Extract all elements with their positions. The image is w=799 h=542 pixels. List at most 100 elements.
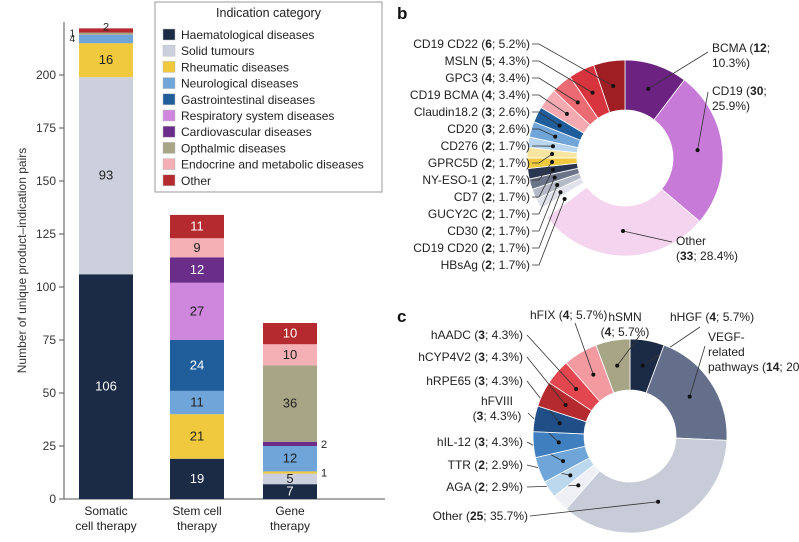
y-tick-label: 50 [43,386,57,400]
slice-value: 3.4 [499,71,516,85]
bar-segment-neurological-diseases [263,446,317,472]
slice-value: 5.7 [723,310,740,324]
label-punctuation: ; [492,71,499,85]
legend-entry-other: Other [181,174,211,188]
slice-label-other: Other (25; 35.7%) [433,509,528,523]
slice-value: 1.7 [499,241,516,255]
slice-count: 2 [485,173,492,187]
label-punctuation: %) [735,56,750,70]
leader-line [532,184,558,232]
label-punctuation: ( [473,409,477,423]
legend-swatch-haematological-diseases [162,28,176,41]
slice-count: 3 [478,374,485,388]
legend-entry-solid-tumours: Solid tumours [181,44,254,58]
bar-data-label: 24 [190,357,204,372]
y-tick-label: 0 [49,492,56,506]
slice-label-claudin18-2: Claudin18.2 (3; 2.6%) [414,105,530,119]
bar-segment-cardiovascular-diseases [263,441,317,446]
x-category-label: Gene [275,504,305,518]
label-punctuation: ( [481,156,485,170]
label-punctuation: %) [508,374,523,388]
slice-value: hFIX [530,308,555,322]
label-punctuation: %) [508,328,523,342]
leader-dot [553,134,558,139]
bar-segment-rheumatic-diseases [263,471,317,474]
y-tick-label: 150 [36,174,56,188]
label-punctuation: ; [492,37,499,51]
slice-value: CD276 [441,139,479,153]
slice-value: BCMA [712,41,747,55]
bar-data-label: 4 [69,34,75,45]
label-punctuation: ( [481,258,485,272]
slice-count: 3 [478,350,485,364]
slice-count: 2 [485,241,492,255]
y-tick-label: 125 [36,227,56,241]
slice-value: GUCY2C [428,207,478,221]
label-punctuation: ( [762,360,766,374]
bar-data-label: 12 [190,262,204,277]
slice-count: 12 [753,41,767,55]
slice-value: NY-ESO-1 [422,173,478,187]
label-punctuation: ; [767,41,770,55]
leader-line [697,91,709,151]
slice-count: 4 [485,88,492,102]
slice-value: 4.3 [492,350,509,364]
slice-label-hsmn: (4; 5.7%) [601,325,650,339]
slice-value: hRPE65 [426,374,471,388]
bar-segment-opthalmic-diseases [79,32,133,35]
slice-count: 4 [485,71,492,85]
slice-value: GPRC5D [428,156,478,170]
leader-dot [591,372,596,377]
slice-label-hbsag: HBsAg (2; 1.7%) [441,258,530,272]
leader-dot [568,473,573,478]
bar-data-label: 16 [99,52,113,67]
leader-dot [611,83,616,88]
slice-count: 30 [750,84,764,98]
label-punctuation: ( [474,480,478,494]
slice-label-vegf-related-pathways: related [708,345,745,359]
slice-label-cd276: CD276 (2; 1.7%) [441,139,530,153]
slice-count: 3 [478,435,485,449]
label-punctuation: ; [569,308,576,322]
slice-value: hAADC [431,328,471,342]
leader-line [616,334,641,366]
slice-label-hrpe65: hRPE65 (3; 4.3%) [426,374,523,388]
donut-slice-hsmn [595,338,631,394]
bar-segment-other [79,28,133,33]
slice-value: hCYP4V2 [418,350,471,364]
panel-label-c: c [397,307,406,326]
leader-line [532,169,554,198]
leader-dot [656,499,661,504]
slice-value: CD30 [447,224,478,238]
leader-dot [615,363,620,368]
slice-value: Claudin18.2 [414,105,478,119]
bar-segment-haematological-diseases [263,484,317,499]
slice-label-vegf-related-pathways: pathways (14; 20%) [708,360,799,374]
slice-value: 4.3 [499,54,516,68]
bar-data-label: 2 [103,21,109,33]
bar-segment-gastrointestinal-diseases [170,340,224,391]
slice-value: 28.4 [700,249,724,263]
label-punctuation: ( [481,122,485,136]
donut-slice-other [546,186,701,257]
legend-entry-endocrine-and-metabolic-diseases: Endocrine and metabolic diseases [181,158,364,172]
slice-value: 2.6 [499,122,516,136]
label-punctuation: ( [749,41,753,55]
label-punctuation: ; [483,509,490,523]
slice-label-hil-12: hIL-12 (3; 4.3%) [437,435,523,449]
label-punctuation: ; [483,409,490,423]
slice-label-vegf-related-pathways: VEGF- [708,330,745,344]
slice-value: pathways [708,360,759,374]
label-punctuation: ; [492,207,499,221]
label-punctuation: %) [508,480,523,494]
bar-segment-haematological-diseases [79,274,133,499]
slice-value: 4.3 [492,328,509,342]
slice-value: Other [433,509,463,523]
slice-label-hfix: hFIX (4; 5.7%) [530,308,607,322]
legend-entry-rheumatic-diseases: Rheumatic diseases [181,60,289,74]
bar-data-label: 21 [190,428,204,443]
slice-label-ny-eso-1: NY-ESO-1 (2; 1.7%) [422,173,530,187]
slice-value: CD19 BCMA [410,88,479,102]
label-punctuation: %) [515,258,530,272]
leader-line [532,94,568,115]
